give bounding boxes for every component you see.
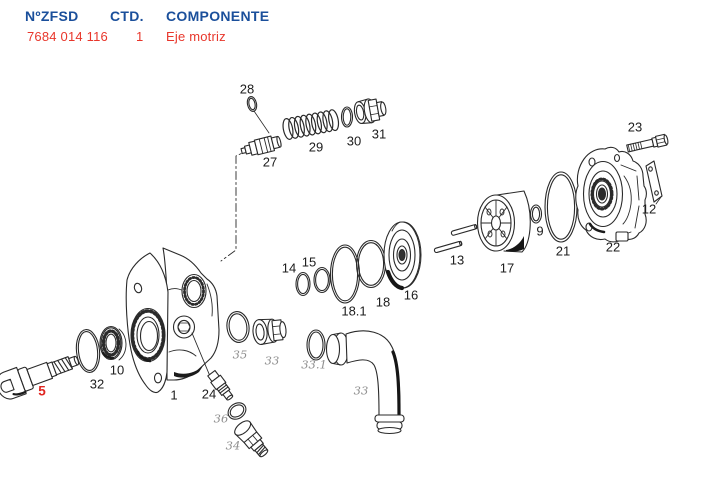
o-ring-9-drawing <box>531 205 542 223</box>
o-ring-14-drawing <box>296 273 310 296</box>
fitting-34-drawing <box>232 418 272 461</box>
column-header-componente: COMPONENTE <box>166 8 270 24</box>
rotor-17-drawing <box>478 191 531 252</box>
valve-piston-27-drawing <box>240 134 283 158</box>
bearing-10-drawing <box>100 327 126 361</box>
hex-bolt-23-drawing <box>626 134 669 154</box>
o-ring-21-drawing <box>545 172 577 242</box>
o-ring-28-drawing <box>246 96 258 113</box>
o-ring-18-1-drawing <box>331 245 360 303</box>
column-header-zfsd: NºZFSD <box>25 8 79 24</box>
o-ring-33-1-drawing <box>307 330 325 360</box>
component-cell: Eje motriz <box>166 29 226 44</box>
center-line <box>221 149 251 261</box>
o-ring-32-drawing <box>74 328 101 373</box>
ring-36-drawing <box>225 399 249 422</box>
elbow-pipe-33-drawing <box>327 331 405 434</box>
o-ring-15-drawing <box>314 268 330 293</box>
bearing-flange-16-drawing <box>384 222 421 288</box>
housing-1-drawing <box>126 248 219 393</box>
drive-shaft-5-drawing <box>0 347 83 402</box>
ring-35-drawing <box>225 310 251 344</box>
ring-30-drawing <box>342 107 353 127</box>
spring-29-drawing <box>281 109 340 140</box>
fitting-33-drawing <box>252 317 287 345</box>
end-cover-22-drawing <box>576 147 647 242</box>
column-header-ctd: CTD. <box>110 8 144 24</box>
qty-cell: 1 <box>136 29 144 44</box>
part-number-cell: 7684 014 116 <box>27 29 108 44</box>
shim-plate-12-drawing <box>646 161 662 204</box>
leader-line-28 <box>254 111 269 133</box>
screw-plug-31-drawing <box>353 96 388 125</box>
o-ring-18-drawing <box>357 241 386 288</box>
valve-pin-24-drawing <box>207 370 236 403</box>
dowel-pins-13-drawing <box>434 224 477 253</box>
leader-line-24 <box>192 333 212 381</box>
